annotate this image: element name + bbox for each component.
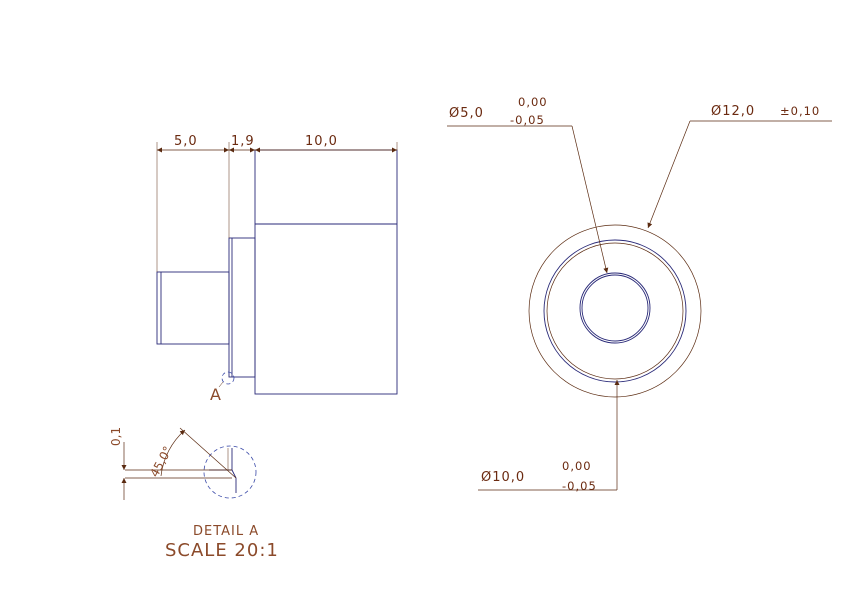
main-body (254, 149, 398, 395)
dim-middle-label: 1,9 (231, 134, 255, 149)
outer-diameter-callout: Ø12,0 ±0,10 (647, 104, 832, 229)
outer-diameter-nominal: Ø12,0 (711, 104, 755, 119)
collar (228, 237, 256, 378)
middle-diameter-nominal: Ø10,0 (481, 470, 525, 485)
side-view: 5,0 1,9 10,0 A (156, 134, 398, 404)
detail-a-view: 0,1 45,0° DETAIL A SCALE 20:1 (109, 427, 279, 561)
detail-marker-label: A (210, 385, 221, 404)
dim-left-label: 5,0 (174, 134, 198, 149)
outer-diameter-tolerance: ±0,10 (780, 104, 820, 118)
middle-diameter-lower: -0,05 (562, 479, 597, 493)
detail-scale: SCALE 20:1 (165, 540, 279, 561)
middle-diameter-upper: 0,00 (562, 459, 592, 473)
detail-title: DETAIL A (193, 524, 259, 539)
inner-diameter-callout: Ø5,0 0,00 -0,05 (447, 95, 609, 274)
chamfer-angle-label: 45,0° (147, 444, 175, 479)
bore-circle (579, 272, 651, 344)
shaft-left (156, 271, 230, 345)
middle-circle-inner (546, 242, 684, 380)
inner-diameter-nominal: Ø5,0 (449, 106, 484, 121)
middle-circle (543, 239, 687, 383)
inner-diameter-upper: 0,00 (518, 95, 548, 109)
bore-circle-inner (581, 274, 649, 342)
middle-diameter-callout: Ø10,0 0,00 -0,05 (478, 380, 620, 493)
outer-circle (528, 224, 702, 398)
chamfer-length-label: 0,1 (109, 427, 123, 446)
front-view: Ø5,0 0,00 -0,05 Ø12,0 ±0,10 Ø10,0 0,00 -… (447, 95, 832, 493)
dim-right-label: 10,0 (305, 134, 338, 149)
detail-marker-circle[interactable] (221, 371, 235, 385)
inner-diameter-lower: -0,05 (510, 113, 545, 127)
detail-boundary-circle (203, 445, 257, 499)
